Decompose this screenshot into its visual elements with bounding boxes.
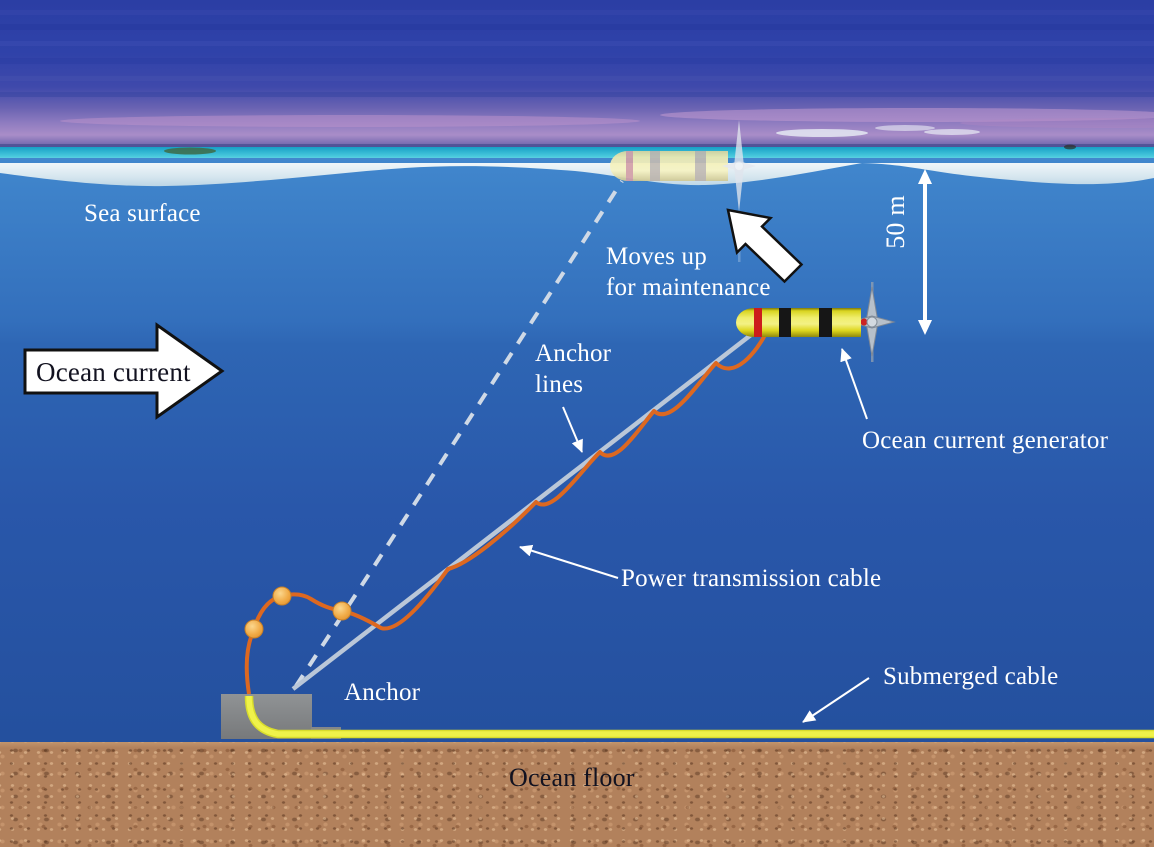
generator-label: Ocean current generator	[862, 427, 1109, 454]
submerged-cable-label: Submerged cable	[883, 663, 1059, 690]
moves-up-arrow	[726, 208, 804, 284]
nose-ring	[754, 308, 762, 337]
hull-band	[650, 151, 660, 181]
moves-up-label: Moves up for maintenance	[606, 241, 771, 303]
cloud	[875, 125, 935, 131]
distant-island	[164, 147, 216, 155]
leader-arrows	[519, 348, 870, 723]
tail-light	[860, 318, 868, 326]
pink-cloud-band	[60, 115, 640, 127]
buoy-float	[272, 586, 292, 606]
moves-up-line1: Moves up	[606, 243, 707, 270]
anchor-lines-label: Anchor lines	[535, 338, 611, 400]
generator-leader-arrow	[840, 348, 868, 420]
buoy-float	[244, 619, 264, 639]
ocean-current-arrow	[23, 322, 225, 420]
ocean-floor-texture	[0, 739, 1154, 847]
hull-band	[819, 308, 832, 337]
depth-label: 50 m	[881, 195, 910, 249]
anchor-label: Anchor	[344, 679, 421, 706]
ocean-floor-label: Ocean floor	[509, 763, 635, 792]
propeller-hub	[866, 316, 878, 328]
ocean-current-label: Ocean current	[36, 357, 191, 387]
distant-boat	[1064, 144, 1076, 150]
generator-surfaced	[610, 120, 756, 262]
pink-cloud-band	[960, 118, 1154, 128]
power-cable-label: Power transmission cable	[621, 565, 882, 592]
anchor-lines-line2: lines	[535, 371, 584, 398]
nose-ring	[626, 151, 633, 181]
anchor-lines-leader-arrow	[562, 406, 583, 453]
cloud	[776, 129, 868, 137]
submerged-cable	[246, 695, 1154, 737]
horizon-line	[0, 144, 1154, 148]
propeller-hub	[735, 162, 743, 170]
sea-surface-label: Sea surface	[84, 200, 201, 227]
anchor-lines-line1: Anchor	[535, 340, 612, 367]
submerged-cable-leader-arrow	[802, 677, 870, 723]
buoy-float	[332, 601, 352, 621]
power-cable-leader-arrow	[519, 544, 619, 579]
sea-surface-foam	[0, 163, 1154, 187]
hull-band	[695, 151, 706, 181]
ocean-current-generator	[736, 282, 896, 362]
hull-band	[779, 308, 791, 337]
moves-up-line2: for maintenance	[606, 274, 771, 301]
pink-cloud-band	[660, 108, 1154, 122]
anchor-line	[291, 329, 758, 691]
depth-extent-arrow	[918, 169, 932, 335]
cloud	[924, 129, 980, 135]
sky	[0, 0, 1154, 150]
